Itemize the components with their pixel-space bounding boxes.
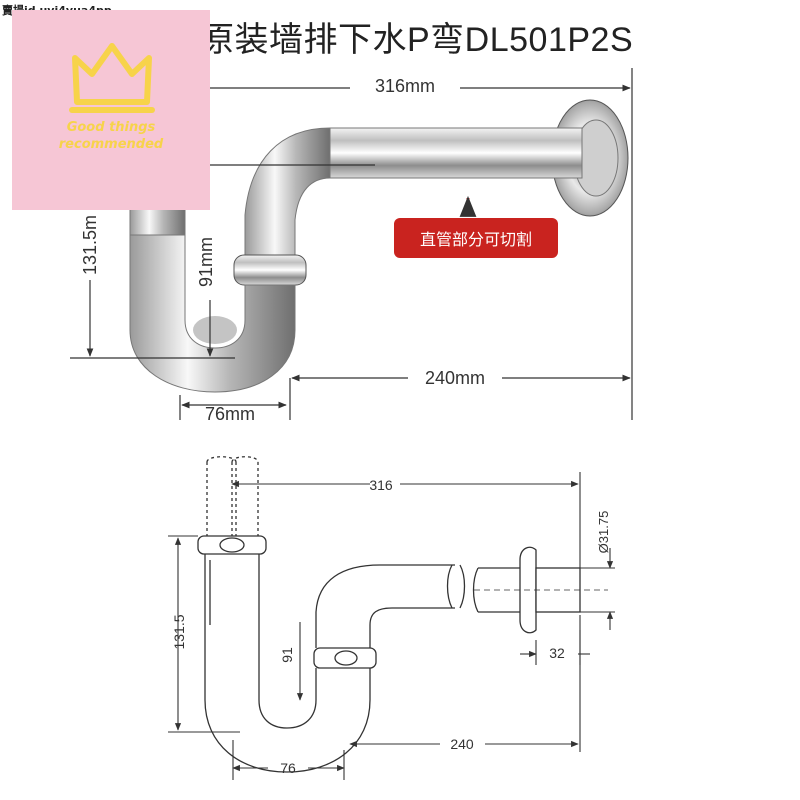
- photo-dim-240: 240mm: [425, 368, 485, 388]
- drawing-dimensions: [168, 472, 615, 780]
- drawing-dim-diameter: Ø31.75: [596, 511, 611, 554]
- page-title: 原装墙排下水P弯DL501P2S: [200, 21, 634, 59]
- photo-dim-131-5: 131.5m: [80, 215, 100, 275]
- drawing-dim-240: 240: [450, 736, 474, 752]
- photo-dim-91: 91mm: [196, 237, 216, 287]
- pipe-photo: [129, 99, 629, 393]
- crown-icon: [69, 43, 155, 113]
- drawing-dim-316: 316: [369, 477, 393, 493]
- badge-line-2: recommended: [58, 137, 164, 152]
- badge-line-1: Good things: [66, 120, 156, 135]
- cut-callout: 直管部分可切割: [394, 218, 558, 258]
- drawing-dim-76: 76: [280, 760, 296, 776]
- drawing-dim-91: 91: [279, 647, 295, 663]
- recommend-badge: Good things recommended: [12, 10, 210, 210]
- photo-dimensions: [70, 68, 633, 420]
- pipe-drawing: [197, 456, 608, 773]
- photo-dim-316: 316mm: [375, 76, 435, 96]
- drawing-dim-131-5: 131.5: [171, 614, 187, 649]
- photo-dim-76: 76mm: [205, 404, 255, 424]
- drawing-dim-32: 32: [549, 645, 565, 661]
